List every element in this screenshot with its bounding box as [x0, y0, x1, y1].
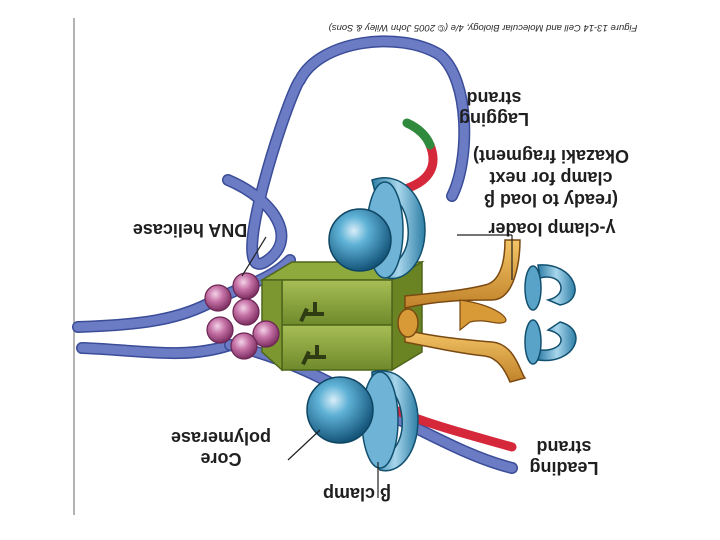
label-core-polymerase-2: polymerase	[171, 428, 271, 448]
label-okazaki-2: clamp for next	[489, 168, 612, 188]
label-dna-helicase: DNA helicase	[133, 220, 247, 240]
dna-helicase-hexamer	[204, 272, 280, 360]
core-polymerase-ball	[328, 208, 392, 272]
label-leading-strand-1: Leading	[529, 458, 598, 478]
lagging-polymerase	[328, 177, 426, 280]
polymerase-dimer-box	[259, 260, 425, 372]
label-leading-strand-2: strand	[536, 437, 591, 457]
label-beta-clamp: β clamp	[323, 484, 391, 504]
open-beta-clamp	[524, 264, 577, 365]
label-core-polymerase-1: Core	[200, 449, 241, 469]
okazaki-fragment	[403, 140, 438, 193]
core-polymerase-ball	[306, 376, 374, 444]
label-okazaki-1: (ready to load β	[484, 190, 618, 210]
leading-polymerase	[306, 370, 419, 472]
label-okazaki-3: Okazaki fragment)	[473, 146, 629, 166]
dna-strands	[72, 35, 518, 474]
label-clamp-loader: γ-clamp loader	[488, 219, 615, 239]
label-pointers	[241, 234, 513, 498]
tau-subunit-icon	[301, 345, 326, 366]
label-lagging-strand-2: strand	[466, 88, 521, 108]
label-lagging-strand-1: Lagging	[459, 109, 529, 129]
tau-subunit-icon	[299, 302, 324, 323]
rna-primer	[402, 118, 435, 150]
clamp-loader	[397, 239, 527, 383]
figure-caption: Figure 13-14 Cell and Molecular Biology,…	[329, 22, 638, 33]
